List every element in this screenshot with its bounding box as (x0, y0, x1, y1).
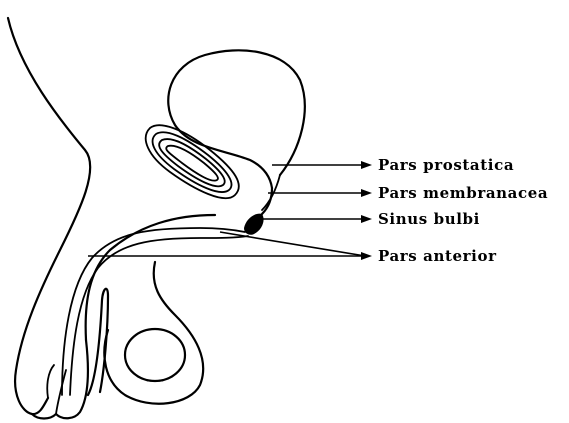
testis-outline (125, 329, 185, 381)
urethra-canal-outer (62, 228, 245, 395)
leader-sinus-bulbi (262, 215, 372, 223)
scrotum-outline (104, 262, 203, 404)
leader-prostatica (272, 161, 372, 169)
label-pars-prostatica: Pars prostatica (378, 156, 514, 174)
penis-dorsal-outline (86, 215, 215, 340)
glans-fold-right (56, 370, 66, 414)
label-pars-anterior: Pars anterior (378, 247, 497, 265)
glans-fold-left (47, 365, 54, 398)
label-sinus-bulbi: Sinus bulbi (378, 210, 480, 228)
sinus-bulbi-mark (244, 214, 264, 235)
glans-outline (32, 340, 88, 419)
body-outline (8, 18, 90, 414)
pubic-loop-1 (146, 125, 239, 198)
label-pars-membranacea: Pars membranacea (378, 184, 548, 202)
urethra-canal-inner (70, 236, 248, 395)
leader-membranacea (268, 189, 372, 197)
